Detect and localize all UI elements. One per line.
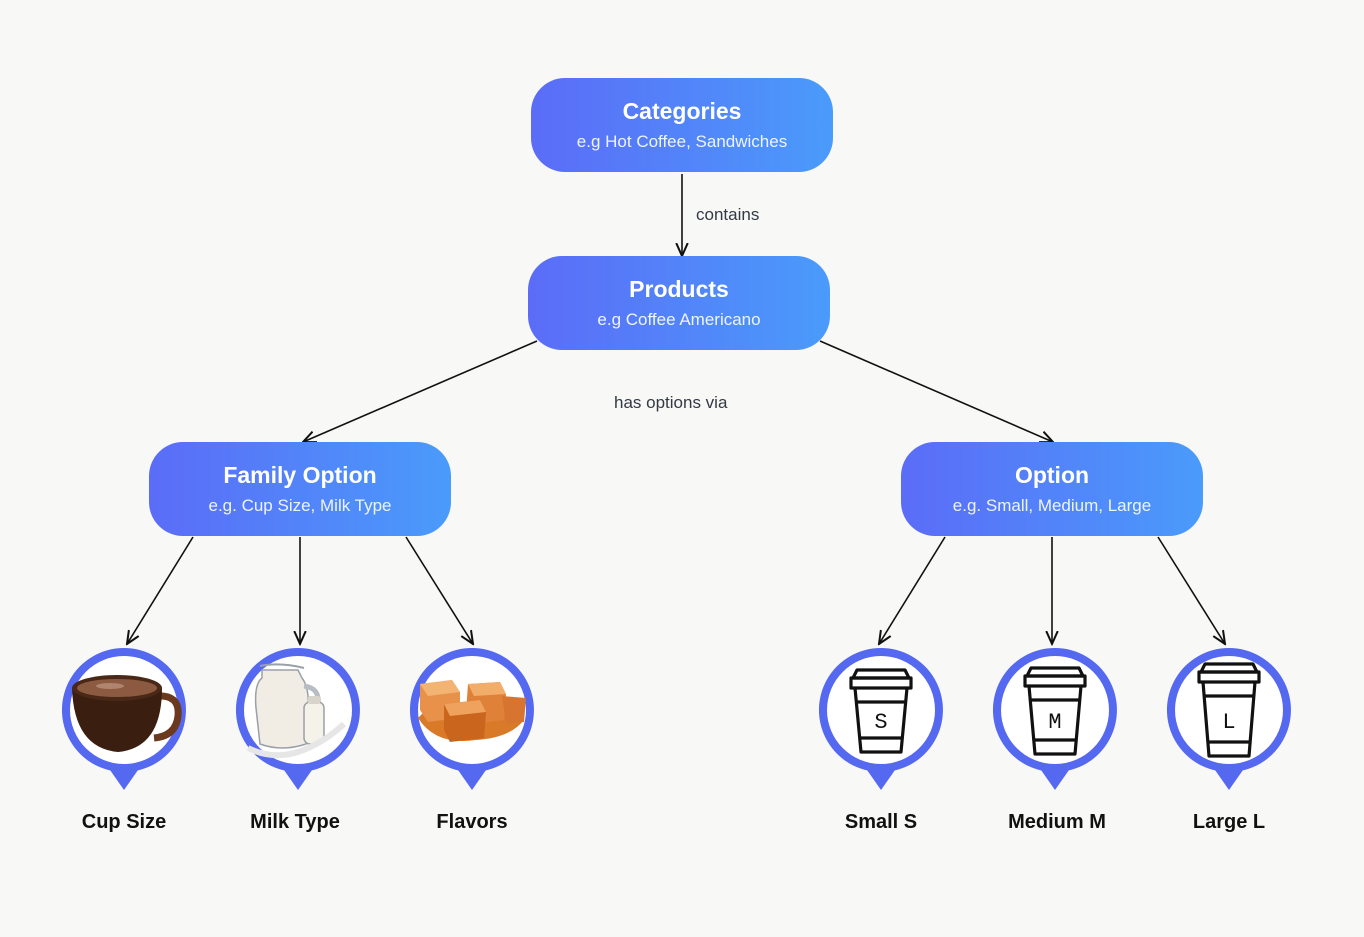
edge-products-option bbox=[819, 340, 1053, 442]
large-cup-letter: L bbox=[1222, 710, 1235, 735]
flavors-pin bbox=[406, 644, 538, 794]
has-options-via-label: has options via bbox=[614, 393, 728, 412]
cup-medium-icon bbox=[1023, 666, 1087, 756]
caramel-icon bbox=[418, 680, 526, 742]
option-subtitle: e.g. Small, Medium, Large bbox=[952, 496, 1152, 515]
medium-cup-letter: M bbox=[1048, 710, 1061, 735]
medium-label: Medium M bbox=[1008, 811, 1106, 833]
family-option-title: Family Option bbox=[223, 462, 377, 488]
categories-subtitle: e.g Hot Coffee, Sandwiches bbox=[576, 132, 788, 151]
edge-option-small bbox=[879, 536, 946, 644]
family-option-node: Family Option e.g. Cup Size, Milk Type bbox=[149, 442, 451, 536]
cup-small-icon bbox=[849, 668, 913, 754]
coffee-cup-icon bbox=[72, 675, 182, 752]
large-label: Large L bbox=[1192, 811, 1266, 833]
family-option-subtitle: e.g. Cup Size, Milk Type bbox=[208, 496, 392, 515]
edge-products-family bbox=[303, 340, 538, 442]
products-title: Products bbox=[629, 276, 729, 302]
medium-pin: M bbox=[989, 644, 1121, 794]
cup-size-pin bbox=[58, 644, 190, 794]
products-subtitle: e.g Coffee Americano bbox=[597, 310, 761, 329]
small-label: Small S bbox=[844, 811, 918, 833]
edge-family-flavors bbox=[405, 536, 473, 644]
milk-type-label: Milk Type bbox=[250, 811, 340, 833]
flavors-label: Flavors bbox=[436, 811, 508, 833]
contains-label: contains bbox=[696, 205, 760, 224]
products-node: Products e.g Coffee Americano bbox=[528, 256, 830, 350]
categories-node: Categories e.g Hot Coffee, Sandwiches bbox=[531, 78, 833, 172]
edge-option-large bbox=[1157, 536, 1225, 644]
cup-large-icon bbox=[1197, 662, 1261, 758]
option-title: Option bbox=[1014, 462, 1090, 488]
edge-family-cupsize bbox=[127, 536, 194, 644]
small-pin: S bbox=[815, 644, 947, 794]
categories-title: Categories bbox=[622, 98, 742, 124]
large-pin: L bbox=[1163, 644, 1295, 794]
option-node: Option e.g. Small, Medium, Large bbox=[901, 442, 1203, 536]
cup-size-label: Cup Size bbox=[81, 811, 167, 833]
milk-jug-icon bbox=[246, 663, 347, 759]
milk-type-pin bbox=[232, 644, 364, 794]
small-cup-letter: S bbox=[874, 710, 887, 735]
